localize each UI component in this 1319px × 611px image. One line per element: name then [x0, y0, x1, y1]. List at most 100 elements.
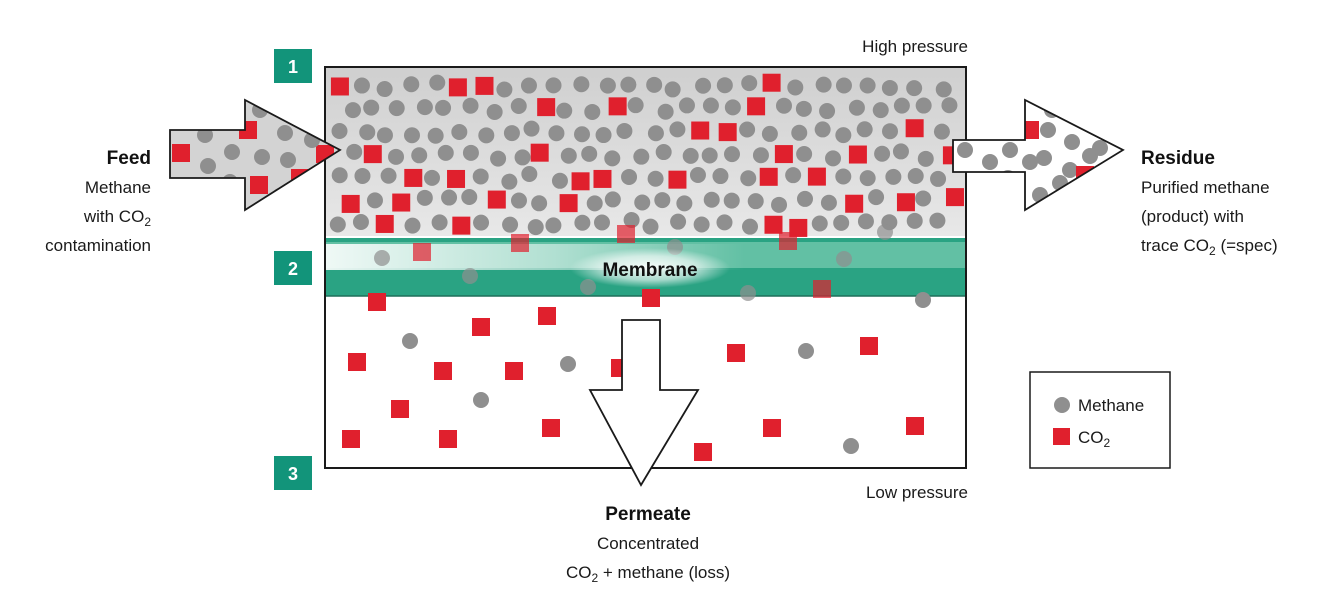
methane-molecule	[1062, 162, 1078, 178]
co2-molecule	[718, 123, 737, 142]
methane-molecule	[843, 438, 859, 454]
methane-molecule	[915, 292, 931, 308]
methane-molecule	[664, 81, 681, 98]
step-number: 2	[288, 259, 298, 279]
co2-molecule	[434, 362, 452, 380]
methane-molecule	[1036, 150, 1052, 166]
legend: Methane CO2	[1029, 371, 1171, 469]
methane-molecule	[527, 219, 544, 236]
co2-molecule	[642, 289, 660, 307]
legend-co2-label: CO2	[1078, 428, 1111, 450]
methane-molecule	[654, 192, 671, 209]
methane-molecule	[835, 77, 852, 94]
methane-molecule	[403, 127, 420, 144]
feed-title: Feed	[107, 148, 151, 169]
methane-molecule	[787, 79, 804, 96]
co2-molecule	[172, 144, 190, 162]
methane-molecule	[669, 121, 686, 138]
step-number: 3	[288, 464, 298, 484]
methane-molecule	[510, 98, 527, 115]
methane-molecule	[819, 103, 836, 120]
co2-molecule	[860, 337, 878, 355]
methane-molecule	[604, 150, 621, 167]
methane-molecule	[856, 121, 873, 138]
methane-molecule	[388, 148, 405, 165]
methane-molecule	[363, 99, 380, 116]
co2-molecule	[452, 216, 471, 235]
methane-molecule	[682, 147, 699, 164]
methane-molecule	[599, 77, 616, 94]
methane-molecule	[490, 150, 507, 167]
methane-molecule	[741, 75, 758, 92]
co2-molecule	[747, 97, 766, 116]
methane-molecule	[451, 123, 468, 140]
co2-molecule	[404, 168, 423, 187]
methane-molecule	[374, 250, 390, 266]
methane-molecule	[1002, 142, 1018, 158]
high-pressure-particles	[329, 73, 964, 237]
methane-molecule	[877, 224, 893, 240]
co2-molecule	[475, 76, 494, 95]
methane-molecule	[574, 126, 591, 143]
methane-molecule	[712, 168, 729, 185]
methane-molecule	[462, 97, 479, 114]
methane-molecule	[689, 166, 706, 183]
methane-molecule	[693, 216, 710, 233]
methane-molecule	[376, 81, 393, 98]
methane-molecule	[833, 214, 850, 231]
step-badge-2: 2	[274, 251, 312, 285]
co2-molecule	[538, 307, 556, 325]
co2-molecule	[691, 121, 710, 140]
co2-molecule	[807, 167, 826, 186]
methane-molecule	[957, 142, 973, 158]
methane-molecule	[1064, 134, 1080, 150]
methane-molecule	[462, 268, 478, 284]
methane-molecule	[431, 214, 448, 231]
co2-molecule	[896, 193, 915, 212]
methane-molecule	[510, 192, 527, 209]
methane-molecule	[752, 147, 769, 164]
co2-molecule	[472, 318, 490, 336]
co2-molecule	[391, 400, 409, 418]
methane-molecule	[941, 97, 958, 114]
methane-molecule	[437, 144, 454, 161]
methane-molecule	[556, 102, 573, 119]
co2-molecule	[905, 119, 924, 138]
methane-molecule	[595, 127, 612, 144]
methane-molecule	[859, 170, 876, 187]
methane-molecule	[892, 143, 909, 160]
co2-molecule	[571, 172, 590, 191]
methane-molecule	[523, 120, 540, 137]
co2-molecule	[487, 190, 506, 209]
methane-molecule	[574, 214, 591, 231]
methane-molecule	[1092, 140, 1108, 156]
methane-molecule	[623, 212, 640, 229]
methane-molecule	[593, 214, 610, 231]
methane-legend-icon	[1054, 397, 1070, 413]
methane-molecule	[655, 144, 672, 161]
residue-arrow-outline	[952, 98, 1125, 212]
methane-molecule	[254, 149, 270, 165]
methane-molecule	[435, 99, 452, 116]
methane-molecule	[616, 122, 633, 139]
methane-molecule	[531, 195, 548, 212]
methane-molecule	[496, 81, 513, 98]
methane-molecule	[915, 97, 932, 114]
methane-molecule	[580, 279, 596, 295]
co2-molecule	[368, 293, 386, 311]
methane-molecule	[740, 170, 757, 187]
methane-molecule	[346, 143, 363, 160]
step-badge-3: 3	[274, 456, 312, 490]
methane-molecule	[545, 77, 562, 94]
methane-molecule	[917, 150, 934, 167]
methane-molecule	[353, 77, 370, 94]
co2-molecule	[668, 170, 687, 189]
methane-molecule	[634, 194, 651, 211]
methane-molecule	[551, 172, 568, 189]
methane-molecule	[545, 217, 562, 234]
co2-molecule	[375, 214, 394, 233]
methane-molecule	[716, 77, 733, 94]
co2-molecule	[439, 430, 457, 448]
methane-molecule	[503, 125, 520, 142]
co2-molecule	[608, 97, 627, 116]
